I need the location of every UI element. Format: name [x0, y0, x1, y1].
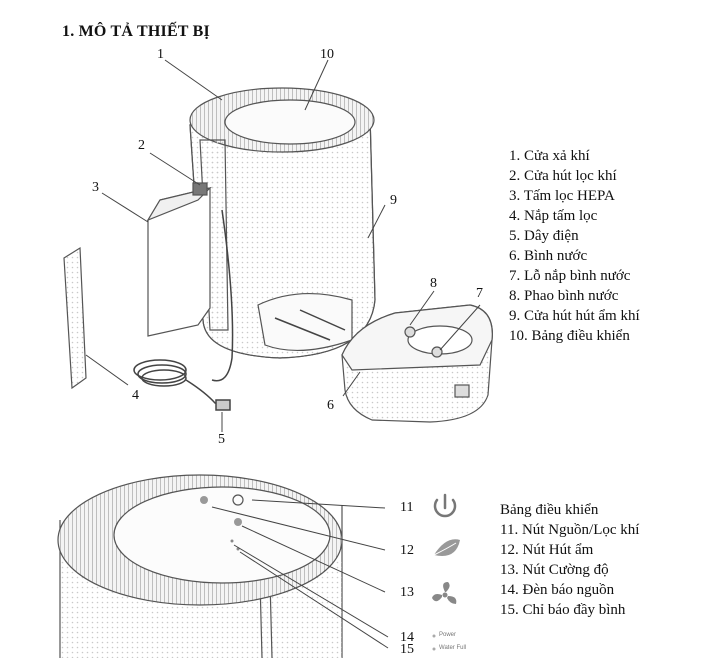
list-item: 9. Cửa hút hút ẩm khí — [509, 308, 640, 324]
filter-cover — [63, 246, 87, 390]
hepa-filter — [146, 182, 212, 337]
water-tank — [341, 304, 493, 423]
power-icon — [433, 493, 457, 518]
list-item: 14. Đèn báo nguồn — [500, 582, 615, 598]
callout-11: 11 — [400, 500, 414, 515]
main-unit — [189, 87, 376, 359]
list-item: 13. Nút Cường độ — [500, 562, 609, 578]
list-item: 8. Phao bình nước — [509, 288, 619, 304]
list-item: 3. Tấm lọc HEPA — [509, 188, 615, 204]
list-item: 1. Cửa xả khí — [509, 148, 590, 164]
parts-list: 1. Cửa xả khí 2. Cửa hút lọc khí 3. Tấm … — [509, 146, 640, 346]
callout-6: 6 — [327, 398, 334, 413]
callout-5: 5 — [218, 432, 225, 447]
list-item: 11. Nút Nguồn/Lọc khí — [500, 522, 640, 538]
callout-7: 7 — [476, 286, 483, 301]
list-item: 7. Lỗ nắp bình nước — [509, 268, 631, 284]
list-item: 4. Nắp tấm lọc — [509, 208, 598, 224]
callout-9: 9 — [390, 193, 397, 208]
power-indicator-label: Power — [439, 632, 457, 638]
list-item: 15. Chỉ báo đầy bình — [500, 602, 626, 618]
list-item: 2. Cửa hút lọc khí — [509, 168, 617, 184]
list-item: 5. Dây điện — [509, 228, 579, 244]
list-item: 12. Nút Hút ẩm — [500, 542, 594, 558]
callout-8: 8 — [430, 276, 437, 291]
callout-14: 14 — [400, 630, 414, 645]
callout-2: 2 — [138, 138, 145, 153]
page-title: 1. MÔ TẢ THIẾT BỊ — [62, 23, 210, 40]
callout-13: 13 — [400, 585, 414, 600]
list-item: 10. Bảng điều khiển — [509, 328, 630, 344]
fan-icon — [432, 582, 457, 604]
callout-4: 4 — [132, 388, 139, 403]
control-panel-list: Bảng điều khiển 11. Nút Nguồn/Lọc khí 12… — [500, 500, 639, 620]
list-item: 6. Bình nước — [509, 248, 588, 264]
water-full-indicator-label: Water Full — [439, 645, 467, 651]
callout-12: 12 — [400, 543, 414, 558]
callout-1: 1 — [157, 47, 164, 62]
droplet-leaf-icon — [433, 539, 460, 556]
power-cord — [133, 209, 234, 411]
callout-3: 3 — [92, 180, 99, 195]
control-panel-heading: Bảng điều khiển — [500, 502, 599, 518]
callout-15: 15 — [400, 642, 414, 657]
callout-10: 10 — [320, 47, 334, 62]
